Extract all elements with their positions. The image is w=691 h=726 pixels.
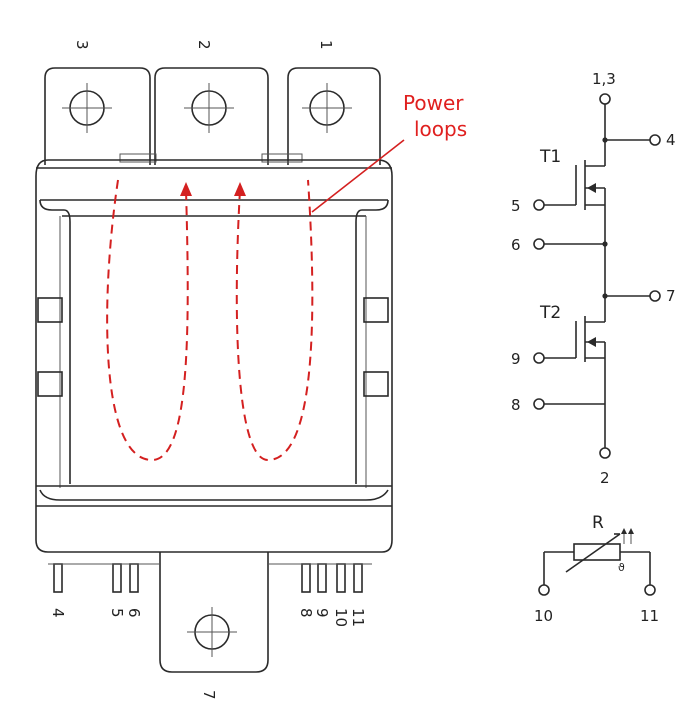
transistor-t1-symbol	[544, 160, 606, 296]
clip-right-lower	[363, 371, 389, 397]
label-terminal-1: 1	[317, 40, 335, 50]
pin-terminal-9	[533, 352, 545, 364]
housing-inner-right	[355, 199, 389, 484]
package-outline	[35, 67, 393, 673]
label-pin-8: 8	[297, 608, 315, 618]
signal-pins	[48, 563, 372, 593]
power-loop-left	[106, 179, 189, 462]
pin-label-6: 6	[511, 236, 521, 254]
pin-terminal-8	[533, 398, 545, 410]
crosshair-terminal-7	[187, 607, 237, 657]
pin-terminal-5	[533, 199, 545, 211]
pin-terminal-10	[538, 584, 550, 596]
label-terminal-7: 7	[200, 690, 218, 700]
transistor-t2-symbol	[544, 296, 606, 448]
annotation-leader-line	[311, 139, 405, 213]
node-label-1-3: 1,3	[592, 70, 616, 88]
tab-link-right	[261, 153, 303, 163]
schematic: 1,3 4 T1 5 6 7 T2	[511, 70, 676, 625]
label-pin-6: 6	[125, 608, 143, 618]
label-terminal-3: 3	[73, 40, 91, 50]
terminal-tab-1	[287, 67, 381, 165]
loop-arrowhead-right	[234, 182, 246, 196]
housing-inner-bottom	[39, 489, 389, 501]
label-pin-11: 11	[349, 608, 367, 627]
node-terminal-1-3	[599, 93, 611, 105]
transistor-label-t1: T1	[539, 147, 561, 167]
housing-inner-left	[39, 199, 71, 484]
annotation-loops: loops	[414, 117, 467, 141]
housing-outer	[35, 159, 393, 553]
pin-terminal-6	[533, 238, 545, 250]
theta-symbol: ϑ	[618, 561, 625, 574]
pin-label-10: 10	[534, 607, 553, 625]
crosshair-terminal-3	[62, 83, 112, 133]
label-pin-10: 10	[332, 608, 350, 627]
transistor-label-t2: T2	[539, 303, 561, 323]
clip-right-upper	[363, 297, 389, 323]
thermistor-label: R	[592, 513, 604, 533]
pin-label-7: 7	[666, 287, 676, 305]
pin-label-9: 9	[511, 350, 521, 368]
label-pin-4: 4	[49, 608, 67, 618]
node-terminal-2	[599, 447, 611, 459]
pin-terminal-4	[649, 134, 661, 146]
tab-link-left	[119, 153, 157, 163]
pin-terminal-11	[644, 584, 656, 596]
clip-left-lower	[37, 371, 63, 397]
terminal-tab-7	[159, 552, 269, 673]
crosshair-terminal-1	[302, 83, 352, 133]
thermistor-symbol	[543, 528, 651, 585]
label-pin-5: 5	[108, 608, 126, 618]
label-terminal-2: 2	[195, 40, 213, 50]
terminal-tab-3	[44, 67, 151, 165]
pin-label-8: 8	[511, 396, 521, 414]
crosshair-terminal-2	[184, 83, 234, 133]
pin-label-11: 11	[640, 607, 659, 625]
pin-terminal-7	[649, 290, 661, 302]
pin-label-4: 4	[666, 131, 676, 149]
terminal-tab-2	[154, 67, 269, 165]
annotation-power: Power	[403, 91, 464, 115]
power-loop-right	[235, 179, 314, 462]
package-labels: 3 2 1 4 5 6 8 9 10 11 7	[49, 40, 367, 700]
clip-left-upper	[37, 297, 63, 323]
power-loops	[106, 139, 405, 462]
loop-arrowhead-left	[180, 182, 192, 196]
label-pin-9: 9	[313, 608, 331, 618]
pin-label-5: 5	[511, 197, 521, 215]
node-label-2: 2	[600, 469, 610, 487]
